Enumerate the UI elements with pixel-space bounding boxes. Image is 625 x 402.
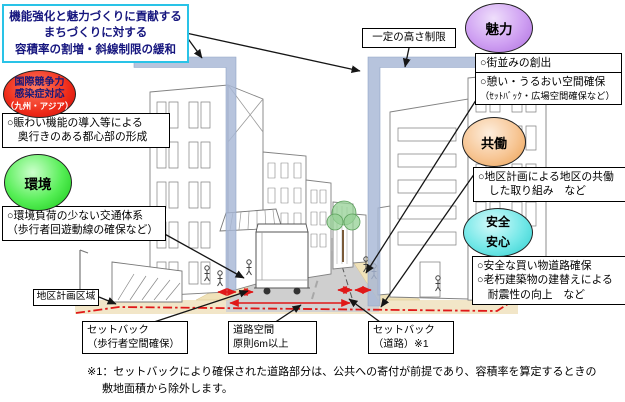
callout-line: ○環境負荷の少ない交通体系 [7,210,144,222]
label-setback-right: セットバック （道路）※1 [368,321,454,355]
footnote: ※1：セットバックにより確保された道路部分は、公共への寄付が前提であり、容積率を… [87,364,597,397]
footnote-line: 敷地面積から除外します。 [102,382,233,395]
label-setback-left: セットバック （歩行者空間確保） [82,321,188,355]
height-limit-label: 一定の高さ制限 [362,28,456,48]
callout-chiku-kyodo: ○地区計画による地区の共働 した取り組み など [473,167,625,202]
badge-kokusai-line: （九州・アジア） [5,100,74,111]
tree [326,200,361,262]
badge-anzen-line: 安全 [485,215,510,230]
callout-line: ○地区計画による地区の共働 [478,171,614,183]
callout-machinami-ikoi: ○街並みの創出 ○憩い・うるおい空間確保 （ｾｯﾄﾊﾞｯｸ・広場空間確保など） [475,53,622,105]
label-line: （歩行者空間確保） [87,338,180,350]
callout-line: ○老朽建築物の建替えによる [477,274,613,287]
label-text: 地区計画区域 [36,291,96,302]
callout-anzen-anshin: ○安全な買い物道路確保 ○老朽建築物の建替えによる 耐震性の向上 など [472,256,625,305]
badge-kokusai-line: 感染症対応 [14,88,65,100]
callout-line: ○賑わい機能の導入等による [7,117,143,129]
hatched-wall-lines [117,273,181,301]
badge-kankyo: 環境 [4,154,72,211]
label-line: セットバック [87,325,149,336]
header-box: 機能強化と魅力づくりに貢献する まちづくりに対する 容積率の割増・斜線制限の緩和 [2,4,189,63]
callout-line: した取り組み など [478,185,586,198]
footnote-line: ※1：セットバックにより確保された道路部分は、公共への寄付が前提であり、容積率を… [87,366,597,378]
callout-ikoi: ○憩い・うるおい空間確保 （ｾｯﾄﾊﾞｯｸ・広場空間確保など） [476,73,621,104]
badge-kyodo-label: 共働 [480,135,507,151]
header-line: 機能強化と魅力づくりに貢献する [9,11,182,23]
district-boundary-line [75,301,512,314]
badge-kankyo-label: 環境 [24,176,52,192]
badge-kokusai-line: 国際競争力 [14,77,65,89]
hatched-wall [111,261,183,303]
callout-line: （歩行者回遊動線の確保など） [7,224,159,237]
badge-anzen-line: 安心 [485,234,510,249]
callout-kankyo-fuka: ○環境負荷の少ない交通体系 （歩行者回遊動線の確保など） [2,206,166,241]
label-line: 道路空間 [233,325,275,336]
callout-line: 奥行きのある都心部の形成 [7,131,148,144]
callout-machinami: ○街並みの創出 [476,54,621,74]
callout-line: （ｾｯﾄﾊﾞｯｸ・広場空間確保など） [480,90,615,101]
callout-line: 耐震性の向上 など [477,288,585,301]
label-line: セットバック [373,325,435,336]
label-road-space: 道路空間 原則6m以上 [228,321,317,355]
header-line: まちづくりに対する [43,27,148,40]
truck [254,223,310,295]
label-district-plan-area: 地区計画区域 [33,289,99,306]
badge-kokusai: 国際競争力 感染症対応 （九州・アジア） [3,70,76,118]
badge-anzen: 安全 安心 [463,208,533,257]
label-line: 原則6m以上 [233,338,289,350]
label-line: （道路）※1 [373,338,429,350]
badge-kyodo: 共働 [462,117,526,167]
setback-arrows [217,286,372,307]
callout-arrows [98,32,479,324]
height-limit-text: 一定の高さ制限 [372,31,446,43]
header-line: 容積率の割増・斜線制限の緩和 [15,43,176,56]
callout-nigiwai: ○賑わい機能の導入等による 奥行きのある都心部の形成 [2,113,170,148]
callout-line: ○憩い・うるおい空間確保 [480,76,606,89]
callout-line: ○安全な買い物道路確保 [477,260,592,272]
badge-miryoku-label: 魅力 [485,22,513,37]
badge-miryoku: 魅力 [465,3,533,53]
